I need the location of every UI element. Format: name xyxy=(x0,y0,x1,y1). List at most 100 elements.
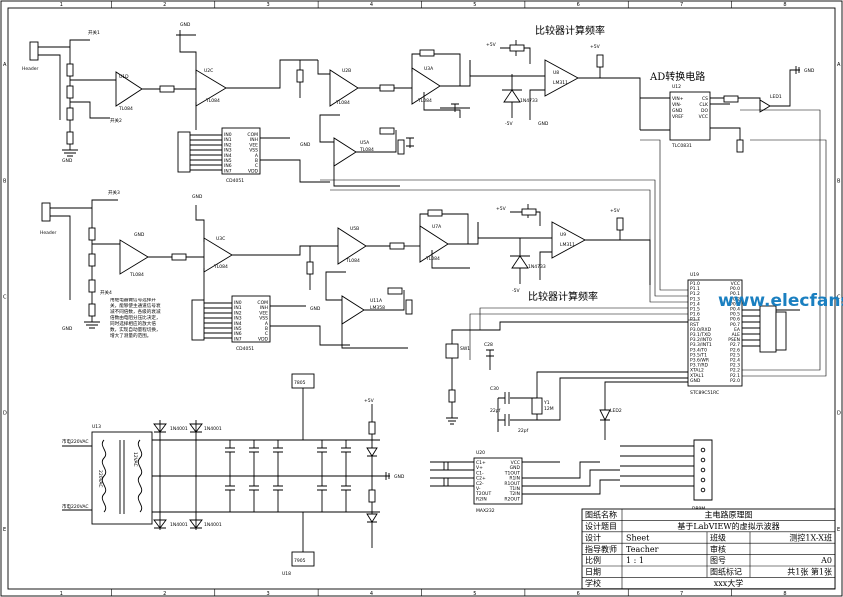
mux-bottom-pin: B xyxy=(265,326,268,332)
max232-pin: R1OUT xyxy=(504,481,520,487)
mcu-left-pin: P1.1 xyxy=(690,286,700,292)
opamp-top-buffer-label: TL084 xyxy=(118,106,133,112)
zener-bottom xyxy=(510,255,530,269)
max232-pin: C2+ xyxy=(476,476,486,482)
mux-top-pin: VEE xyxy=(249,142,258,148)
zone-top-8: 8 xyxy=(783,2,786,8)
max232-pin: T2OUT xyxy=(475,491,491,497)
title-block-label: 图纸名称 xyxy=(585,510,617,520)
svg-text:GND: GND xyxy=(300,142,311,148)
mux-bottom-pin: VEE xyxy=(259,310,268,316)
mux-bottom-label: CD4051 xyxy=(236,346,254,352)
max232-pin: V+ xyxy=(476,465,483,471)
svg-text:GND: GND xyxy=(538,121,549,127)
zone-left-A: A xyxy=(3,62,7,68)
svg-text:U5B: U5B xyxy=(350,226,359,232)
zone-top-5: 5 xyxy=(473,2,476,8)
title-block-value: 共1张 第1张 xyxy=(787,567,832,577)
mcu-left-pin: P3.6/WR xyxy=(690,358,709,364)
title-block-label: 比例 xyxy=(585,555,601,565)
comparator-bottom-label: LM311 xyxy=(560,242,575,248)
mux-top-pin: A xyxy=(255,153,259,159)
side-note: 用继电器做信号选择开关，能够使主通道信号衰减不同倍数，各级的衰减倍数由电阻分压比… xyxy=(110,298,161,339)
power-section: 市电220VAC 市电220VAC U13 220VAC 12VAC 1N400… xyxy=(62,373,405,577)
max232-pin: GND xyxy=(510,465,521,471)
adc-pin: VREF xyxy=(672,114,684,120)
zone-bottom-4: 4 xyxy=(370,591,373,597)
mcu-section: U19 STC89C51RC P1.0P1.1P1.2P1.3P1.4P1.5P… xyxy=(320,109,827,440)
mux-top-pin: B xyxy=(255,158,258,164)
adc-pin: DO xyxy=(701,108,708,114)
opamp-top-filter2 xyxy=(411,67,441,105)
svg-text:U19: U19 xyxy=(690,272,699,278)
mux-top-pin: COM xyxy=(247,132,258,138)
relay-1-label: 开关1 xyxy=(88,29,100,36)
mux-top-pin: C xyxy=(255,163,258,169)
mcu-left-pin: P3.2/INT0 xyxy=(690,337,712,343)
mcu-left-pin: P3.0/RXD xyxy=(690,327,712,333)
opamp-bottom-buffer-label: TL084 xyxy=(129,272,144,278)
mcu-right-pin: P2.2 xyxy=(730,368,740,374)
svg-text:GND: GND xyxy=(134,232,145,238)
mux-bottom-pin: IN1 xyxy=(234,305,242,311)
zone-right-C: C xyxy=(837,295,841,301)
annotation-comparator-bottom: 比较器计算频率 xyxy=(528,290,598,303)
regulator-label: U18 xyxy=(282,571,291,577)
mux-top-pin: IN2 xyxy=(224,142,232,148)
mcu-right-pin: P0.5 xyxy=(730,312,740,318)
svg-text:U3C: U3C xyxy=(216,236,225,242)
adc-pin: VIN+ xyxy=(672,96,684,102)
zone-right-B: B xyxy=(837,178,841,184)
zener-bottom-label: 1N4733 xyxy=(528,264,546,270)
transformer-primary: 220VAC xyxy=(97,470,103,488)
opamp-bottom-filter1 xyxy=(337,227,367,265)
power-in-1: 市电220VAC xyxy=(62,438,89,445)
mcu-right-pin: P0.2 xyxy=(730,296,740,302)
annotation-comparator-top: 比较器计算频率 xyxy=(535,24,605,37)
mcu-label: STC89C51RC xyxy=(690,390,719,396)
svg-text:TL084: TL084 xyxy=(213,264,228,270)
title-block-label: 班级 xyxy=(710,532,726,542)
title-block-label: 学校 xyxy=(585,578,601,588)
db9-connector xyxy=(693,439,713,501)
mux-bottom-pin: IN5 xyxy=(234,326,242,332)
led-1-label: LED1 xyxy=(770,94,782,100)
title-block-label: 设计题目 xyxy=(585,521,617,531)
svg-text:GND: GND xyxy=(394,474,405,480)
mux-top-label: CD4051 xyxy=(226,178,244,184)
svg-text:22pf: 22pf xyxy=(518,428,529,434)
svg-text:U2C: U2C xyxy=(204,68,213,74)
mux-top-pin: IN1 xyxy=(224,137,232,143)
title-block-value: 主电路原理图 xyxy=(705,510,753,520)
mcu-right-pin: P0.7 xyxy=(730,322,740,328)
mcu-right-pin: EA xyxy=(734,327,741,333)
max232-label: MAX232 xyxy=(476,508,495,514)
title-block-label: 图号 xyxy=(710,556,726,565)
mux-top-pin: VSS xyxy=(249,148,258,154)
mcu-right-pin: P0.0 xyxy=(730,286,740,292)
transformer-secondary: 12VAC xyxy=(132,452,138,467)
opamp-bottom-stage2 xyxy=(203,237,233,273)
opamp-bottom-integrator xyxy=(341,295,365,325)
zone-top-7: 7 xyxy=(680,2,683,8)
max232-pin: VCC xyxy=(511,460,520,466)
mcu-left-pin: GND xyxy=(690,378,701,384)
max232-pin: C1+ xyxy=(476,460,486,466)
mcu-right-pin: P0.3 xyxy=(730,301,740,307)
mcu-right-pin: P2.5 xyxy=(730,352,740,358)
title-block-label: 指导教师 xyxy=(585,544,617,554)
mcu-left-pin: P3.3/INT1 xyxy=(690,342,712,348)
title-block-frame xyxy=(581,508,836,590)
max232-pin: T1IN xyxy=(509,486,520,492)
comparator-top xyxy=(544,59,579,97)
mux-bottom-pin: A xyxy=(265,321,269,327)
max232-pin: R2OUT xyxy=(504,496,520,502)
mcu-right-pin: P0.6 xyxy=(730,317,740,323)
mux-bottom-pin: IN2 xyxy=(234,310,242,316)
mux-bottom-pin: C xyxy=(265,331,268,337)
mcu-right-pin: P0.4 xyxy=(730,307,740,313)
svg-text:7805: 7805 xyxy=(294,380,306,386)
mux-bottom-pin: COM xyxy=(257,300,268,306)
